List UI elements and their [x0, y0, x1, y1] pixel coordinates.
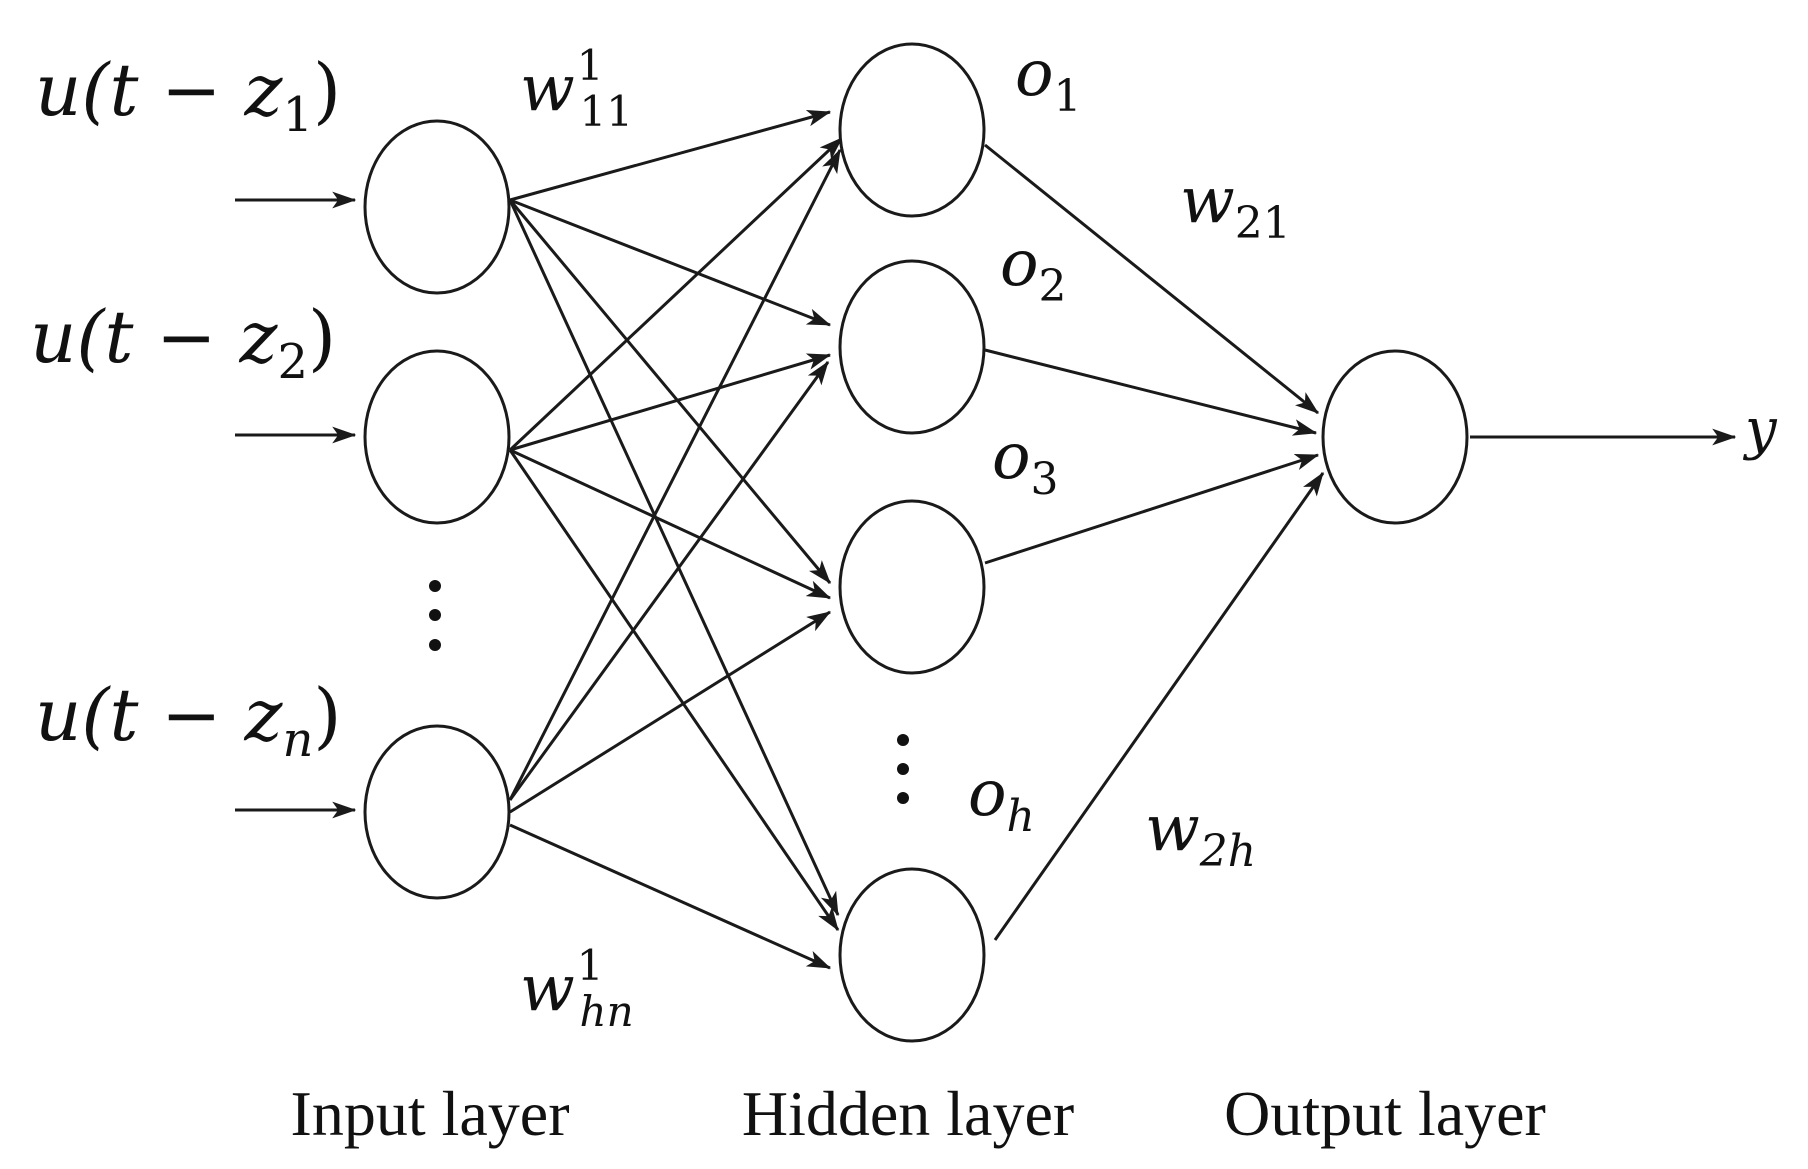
edge-i2-h3	[509, 448, 832, 600]
edge-in-h3	[509, 610, 832, 814]
input-arrows	[235, 191, 357, 819]
hidden-output-label-h: oh	[968, 757, 1035, 842]
edge-in-h2	[508, 361, 830, 801]
edge-hh-out	[993, 472, 1325, 941]
edge-i1-hh	[508, 199, 840, 917]
hidden-node-3	[838, 499, 986, 675]
hidden-node-h	[838, 867, 986, 1043]
input-node-2	[363, 349, 511, 525]
hidden-output-label-1: o1	[1015, 37, 1082, 122]
input-layer-nodes	[363, 119, 511, 900]
edge-in-h1	[508, 148, 842, 801]
edge-in-hh	[509, 823, 832, 970]
output-node	[1321, 349, 1469, 525]
edge-i2-h2	[509, 353, 832, 452]
hidden-output-label-2: o2	[1000, 227, 1067, 312]
weight-label-w2h: w2h	[1145, 792, 1256, 877]
input-layer-caption: Input layer	[291, 1078, 570, 1149]
hidden-node-2	[838, 259, 986, 435]
hidden-output-connections	[984, 143, 1325, 941]
edge-h2-out	[984, 348, 1318, 436]
edge-i1-h3	[508, 199, 832, 584]
hidden-layer-nodes	[838, 42, 986, 1043]
edge-h3-out	[984, 453, 1320, 565]
input-label-n: u(t − zn)	[35, 673, 341, 768]
edge-h1-out	[984, 143, 1319, 415]
input-node-1	[363, 119, 511, 295]
input-node-n	[363, 724, 511, 900]
hidden-layer-caption: Hidden layer	[742, 1078, 1074, 1149]
hidden-output-label-3: o3	[992, 420, 1059, 505]
input-label-1: u(t − z1)	[35, 48, 341, 143]
hidden-node-1	[838, 42, 986, 218]
hidden-ellipsis	[897, 734, 909, 804]
input-label-2: u(t − z2)	[30, 295, 336, 390]
input-ellipsis	[429, 580, 441, 651]
edge-i1-h2	[509, 198, 832, 327]
input-hidden-connections	[508, 109, 844, 970]
edge-i1-h1	[509, 109, 832, 202]
output-layer-caption: Output layer	[1224, 1078, 1546, 1149]
edge-i2-hh	[508, 449, 840, 931]
edge-i2-h1	[508, 136, 844, 452]
weight-label-w21: w21	[1180, 164, 1291, 249]
output-label-y: y	[1742, 397, 1778, 462]
